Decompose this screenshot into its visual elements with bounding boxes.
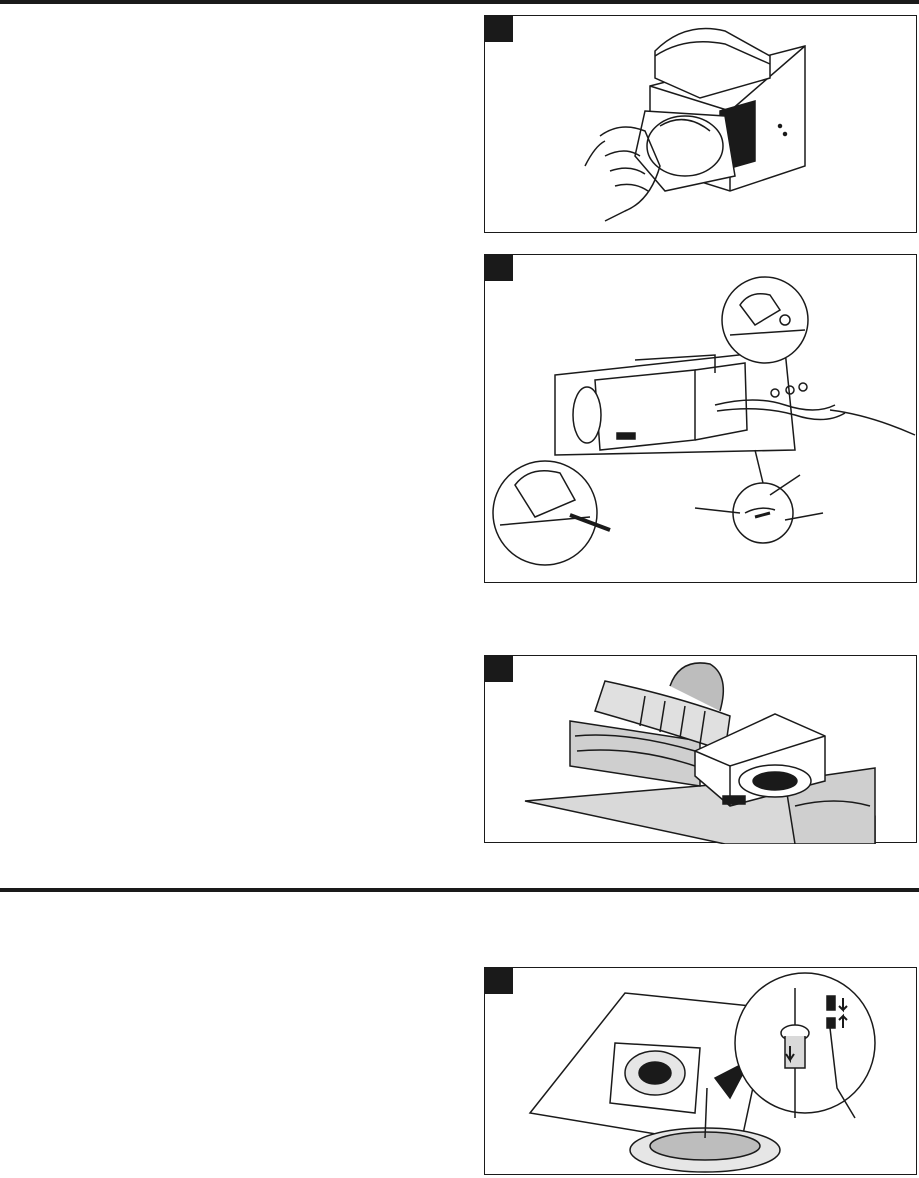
figure-4-panel	[484, 967, 917, 1175]
top-rule	[0, 0, 919, 4]
grille-plug-connection-icon	[485, 968, 918, 1176]
wiring-connection-icon	[485, 255, 918, 584]
figure-3-panel	[484, 655, 917, 843]
joist-mounting-icon	[485, 656, 918, 844]
figure-2-panel	[484, 254, 917, 583]
figure-1-panel	[484, 15, 917, 233]
section-divider-rule	[0, 888, 919, 892]
hand-inserting-damper-icon	[485, 16, 918, 234]
